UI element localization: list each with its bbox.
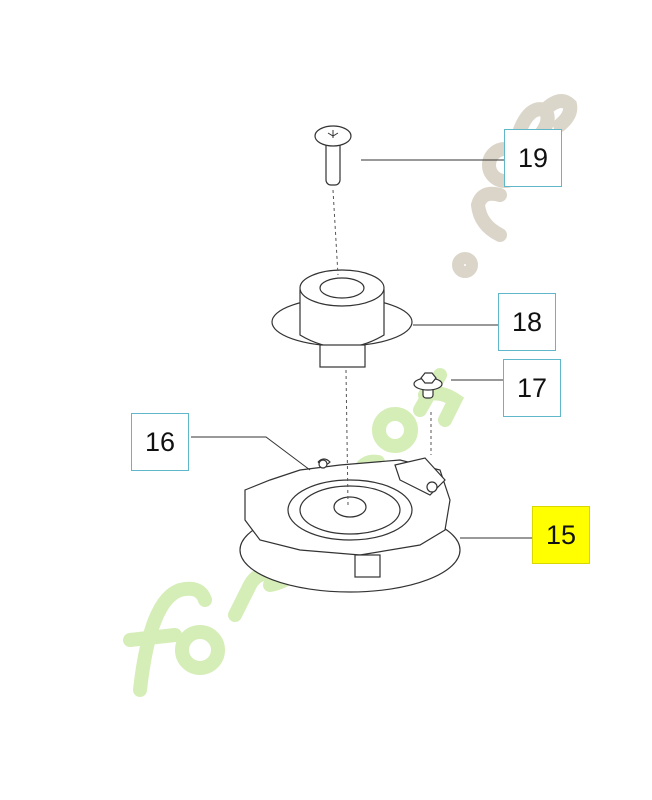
part-18-cap <box>271 269 413 368</box>
part-15-housing <box>239 457 461 593</box>
callout-18[interactable]: 18 <box>498 293 556 351</box>
part-19-screw <box>314 125 352 186</box>
callout-16[interactable]: 16 <box>131 413 189 471</box>
leader-lines <box>191 159 532 539</box>
part-17-bolt <box>413 372 443 399</box>
callout-19[interactable]: 19 <box>504 129 562 187</box>
callout-17[interactable]: 17 <box>503 359 561 417</box>
assembly-axis <box>332 189 432 506</box>
callout-15-highlighted[interactable]: 15 <box>532 506 590 564</box>
